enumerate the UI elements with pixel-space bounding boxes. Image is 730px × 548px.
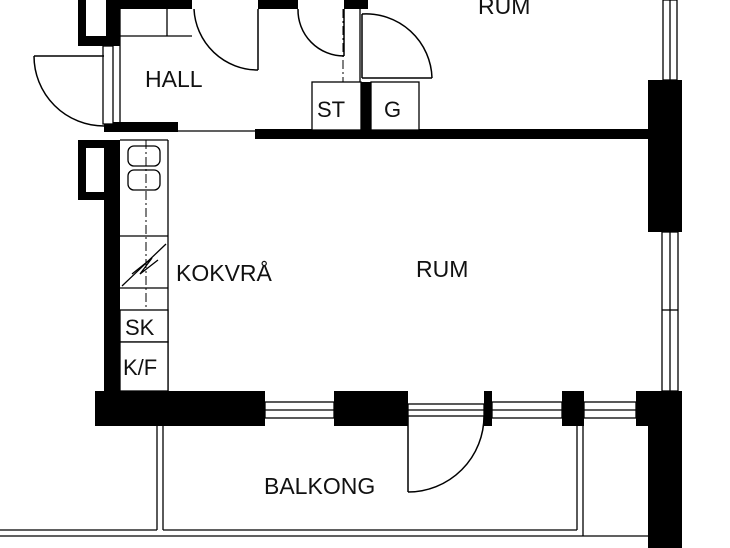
doors	[33, 8, 485, 493]
walls	[78, 0, 682, 548]
room-label-main: RUM	[416, 256, 468, 282]
fixture-label-wardrobe: G	[384, 97, 401, 122]
room-label-hall: HALL	[145, 66, 203, 92]
room-label-kitchenette: KOKVRÅ	[176, 259, 273, 286]
fixture-label-cabinet: SK	[125, 315, 155, 340]
windows	[102, 0, 679, 419]
fixtures	[119, 81, 420, 392]
room-label-balcony: BALKONG	[264, 473, 375, 499]
fixture-label-fridge-freezer: K/F	[123, 355, 157, 380]
room-label-top: RUM	[478, 0, 530, 19]
interior-lines	[0, 9, 648, 537]
fixture-label-storage: ST	[317, 97, 345, 122]
